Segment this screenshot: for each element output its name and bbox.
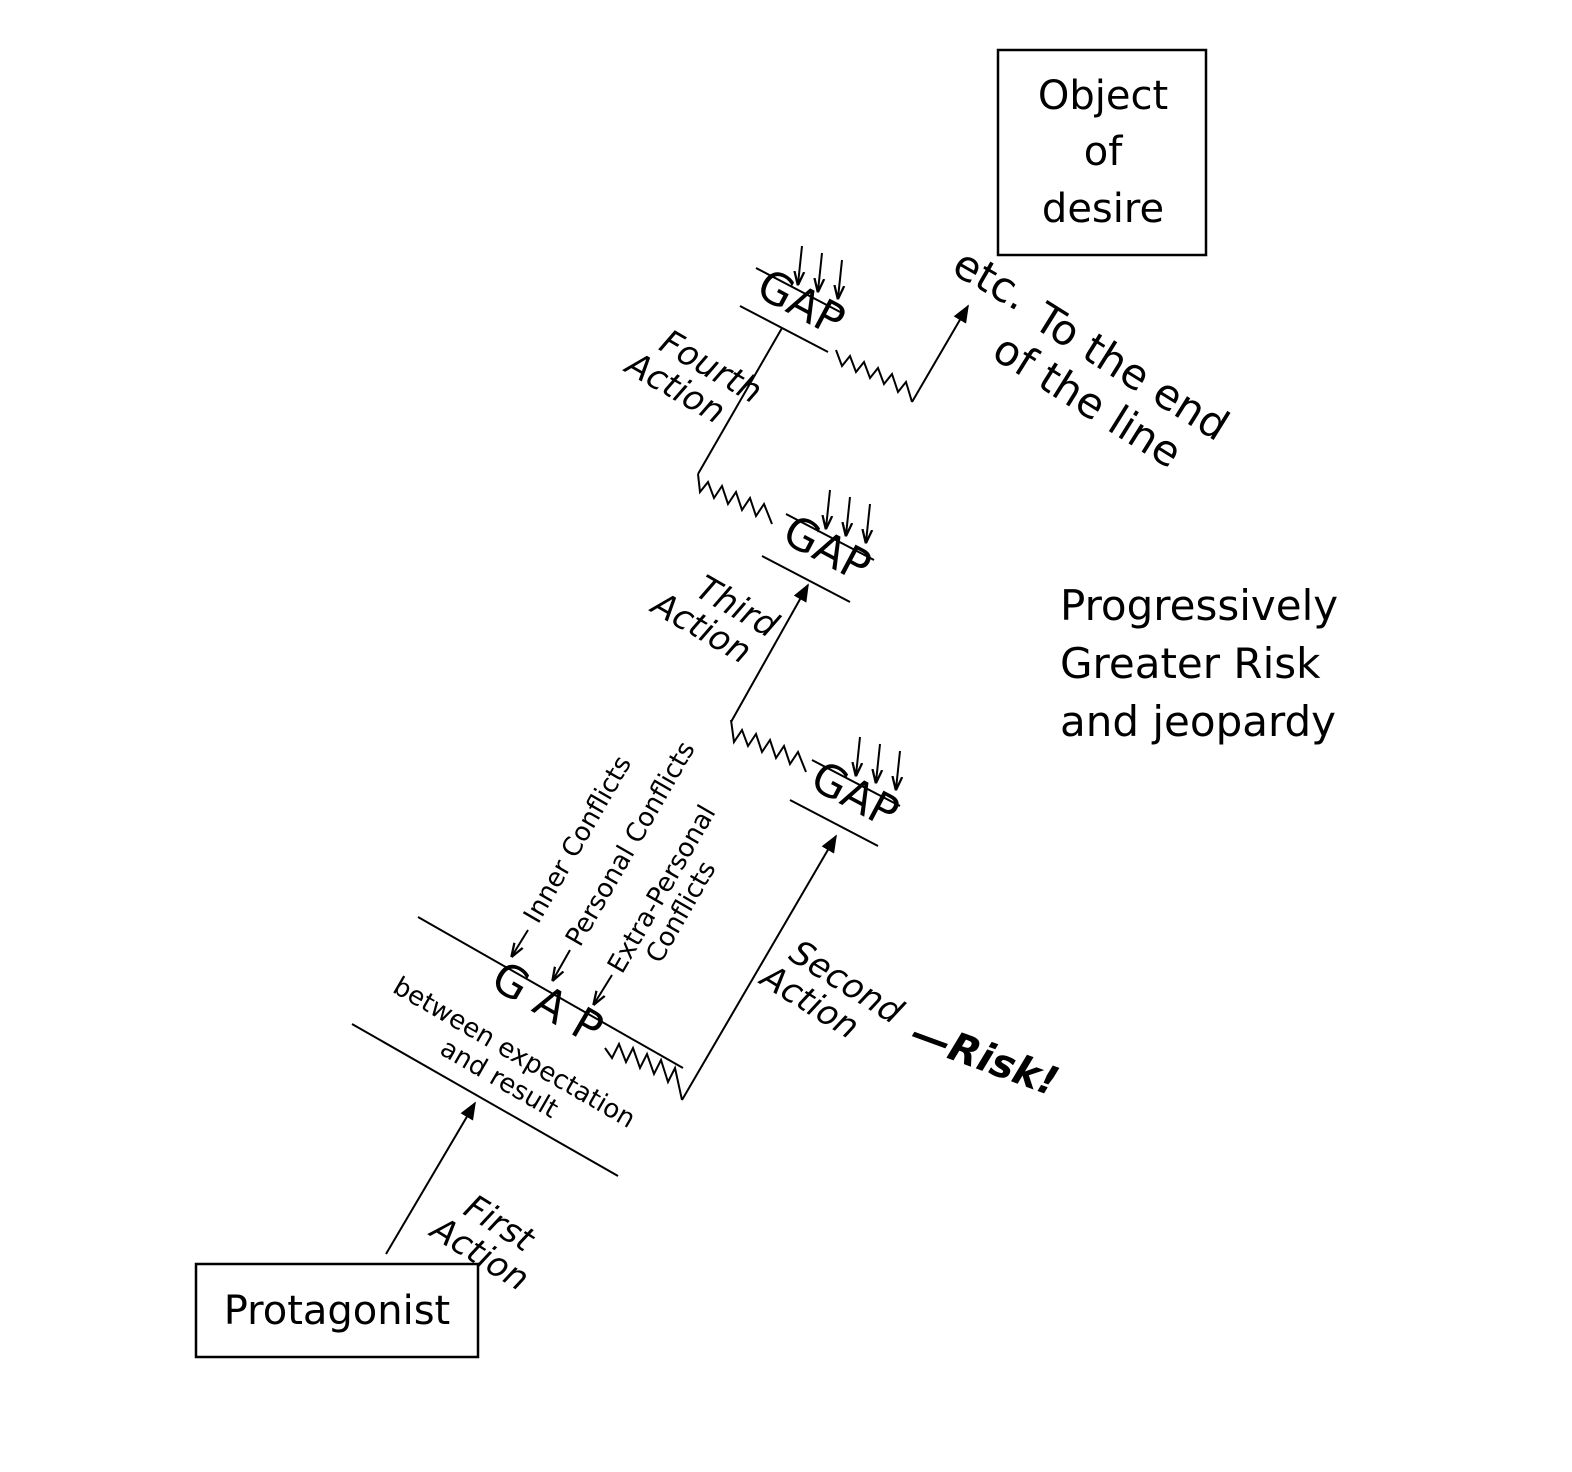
main-gap-top-line (417, 916, 684, 1069)
final-arrow (911, 304, 969, 403)
second-action-arrow (681, 834, 837, 1101)
gap-3: GAP (761, 489, 879, 603)
third-action-label: Third Action (643, 568, 785, 672)
zigzag-4 (835, 349, 913, 403)
object-of-desire-box: Object of desire (996, 48, 1208, 257)
first-action-arrow (385, 1101, 476, 1255)
zigzag-3 (697, 473, 773, 525)
svg-text:and jeopardy: and jeopardy (1060, 697, 1336, 746)
zigzag-1 (604, 1041, 683, 1101)
risk-label: —Risk! (905, 1010, 1065, 1106)
svg-text:GAP: GAP (803, 751, 907, 839)
gap-4: GAP (739, 245, 853, 353)
zigzag-2 (730, 719, 807, 773)
main-gap-bottom-line (351, 1023, 619, 1177)
second-action-label: Second Action (752, 932, 910, 1047)
protagonist-label: Protagonist (224, 1288, 451, 1334)
fourth-action-line (697, 327, 783, 475)
conflict-arrows (512, 929, 613, 1004)
end-of-line-label: To the end of the line (985, 292, 1238, 477)
progressive-risk-text: Progressively Greater Risk and jeopardy (1060, 581, 1338, 746)
third-action-arrow (730, 583, 809, 723)
object-line-3: desire (1042, 186, 1164, 232)
gap-2: GAP (789, 736, 907, 847)
first-action-label: First Action (422, 1187, 542, 1299)
svg-text:Greater Risk: Greater Risk (1060, 639, 1321, 688)
object-line-1: Object (1038, 73, 1168, 119)
protagonist-box: Protagonist (194, 1262, 480, 1359)
etc-label: etc. (945, 239, 1038, 321)
svg-text:Progressively: Progressively (1060, 581, 1338, 630)
svg-text:etc.: etc. (945, 239, 1038, 321)
fourth-action-label: Fourth Action (617, 322, 768, 432)
object-line-2: of (1084, 129, 1123, 175)
svg-text:—Risk!: —Risk! (905, 1010, 1065, 1106)
